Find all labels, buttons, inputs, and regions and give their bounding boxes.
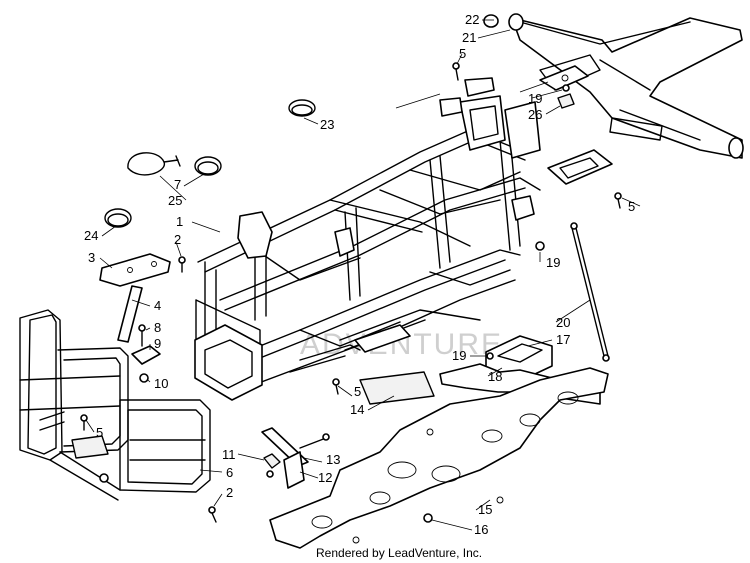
bolt-8: [138, 324, 146, 347]
nut-19-right: [535, 241, 545, 251]
skid-plate: [269, 367, 609, 549]
rear-rack: [508, 13, 744, 159]
bolt-5-front: [80, 414, 88, 431]
callout-17: 17: [556, 332, 570, 347]
callout-22: 22: [465, 12, 479, 27]
callout-24: 24: [84, 228, 98, 243]
hose-clamp-23: [288, 99, 316, 117]
callout-16: 16: [474, 522, 488, 537]
bolt-5-middle: [332, 378, 340, 395]
strip-14: [359, 371, 435, 405]
callout-13: 13: [326, 452, 340, 467]
hose-clamp-7: [194, 156, 222, 176]
cable-tie-25: [127, 152, 181, 176]
callout-26: 26: [528, 107, 542, 122]
bolt-2-upper: [178, 256, 186, 273]
rear-bracket: [464, 65, 589, 109]
callout-18: 18: [488, 369, 502, 384]
bracket-12: [261, 427, 309, 489]
callout-5-middle: 5: [354, 384, 361, 399]
nut-16: [423, 513, 433, 523]
footer-credit: Rendered by LeadVenture, Inc.: [316, 546, 482, 560]
callout-2-upper: 2: [174, 232, 181, 247]
callout-19-right: 19: [546, 255, 560, 270]
callout-9: 9: [154, 336, 161, 351]
bolt-13: [299, 433, 330, 449]
callout-5-front: 5: [96, 425, 103, 440]
callout-11: 11: [222, 447, 236, 462]
callout-20: 20: [556, 315, 570, 330]
callout-5-top: 5: [459, 46, 466, 61]
bracket-9: [131, 345, 161, 365]
callout-1: 1: [176, 214, 183, 229]
front-brace-4: [117, 285, 143, 343]
leader-lines: [85, 19, 641, 531]
callout-4: 4: [154, 298, 161, 313]
rear-plate: [547, 149, 613, 185]
rod-20: [570, 222, 610, 362]
callout-25: 25: [168, 193, 182, 208]
callout-8: 8: [154, 320, 161, 335]
callout-7: 7: [174, 177, 181, 192]
cap-plug: [483, 14, 499, 28]
callout-15: 15: [478, 502, 492, 517]
nut-19-top: [562, 84, 570, 92]
bolt-5-right: [614, 192, 622, 209]
callout-12: 12: [318, 470, 332, 485]
bolt-5-top: [452, 62, 460, 81]
front-bumper: [19, 309, 211, 501]
bolt-2-lower: [208, 506, 217, 523]
nut-11: [263, 453, 281, 478]
callout-6: 6: [226, 465, 233, 480]
callout-14: 14: [350, 402, 364, 417]
callout-19-top: 19: [528, 91, 542, 106]
callout-19-lower: 19: [452, 348, 466, 363]
main-frame: [194, 95, 541, 401]
nut-10: [139, 373, 149, 383]
callout-23: 23: [320, 117, 334, 132]
callout-21: 21: [462, 30, 476, 45]
callout-10: 10: [154, 376, 168, 391]
callout-3: 3: [88, 250, 95, 265]
hose-clamp-24: [104, 208, 132, 228]
callout-2-lower: 2: [226, 485, 233, 500]
callout-5-right: 5: [628, 199, 635, 214]
front-bracket-3: [99, 253, 171, 287]
